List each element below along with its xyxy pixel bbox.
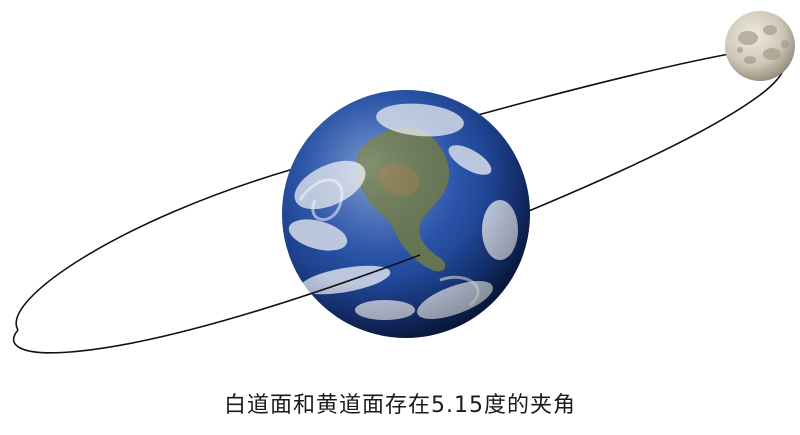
earth [282,90,530,338]
diagram-caption: 白道面和黄道面存在5.15度的夹角 [224,393,576,418]
orbit-ellipse-front [12,254,421,354]
orbit-ellipse-back [15,49,786,331]
moon [725,11,795,81]
